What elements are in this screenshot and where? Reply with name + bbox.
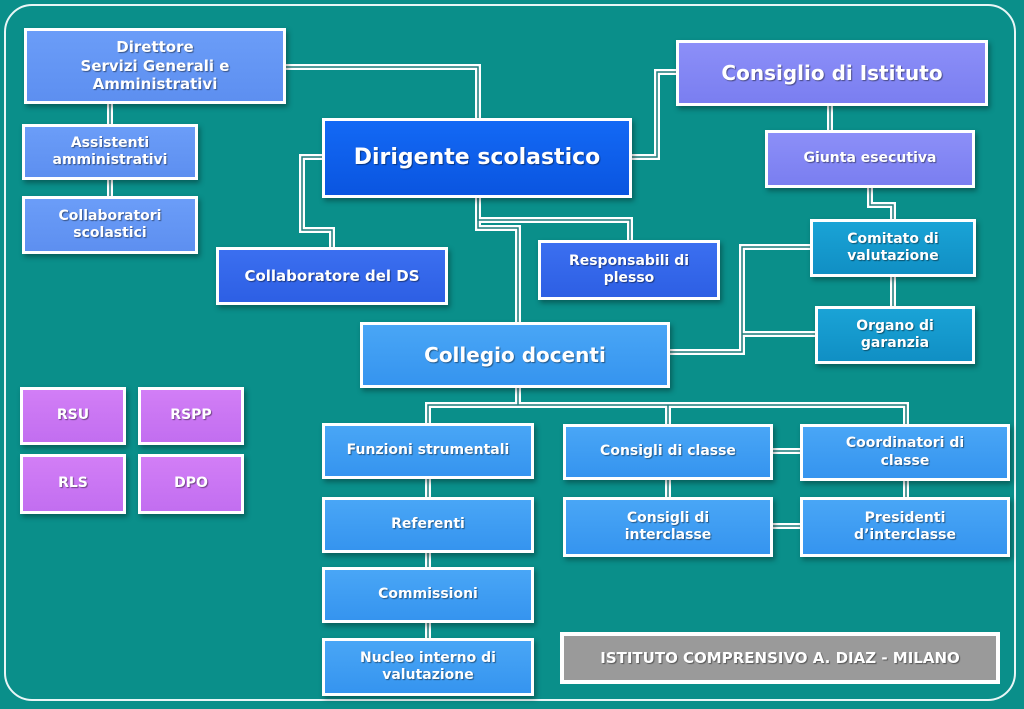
node-consigli-di-interclasse: Consigli di interclasse — [563, 497, 773, 557]
node-dpo-label: DPO — [174, 475, 208, 492]
node-commissioni-label: Commissioni — [378, 586, 478, 603]
node-consiglio-di-istituto: Consiglio di Istituto — [676, 40, 988, 106]
node-dirigente-label: Dirigente scolastico — [353, 145, 601, 171]
node-assistenti-amministrativi: Assistenti amministrativi — [22, 124, 198, 180]
node-rspp: RSPP — [138, 387, 244, 445]
node-collaboratori-scolastici-label: Collaboratori scolastici — [58, 207, 162, 242]
node-rsu: RSU — [20, 387, 126, 445]
node-responsabili-di-plesso: Responsabili di plesso — [538, 240, 720, 300]
node-coordinatori-label: Coordinatori di classe — [845, 435, 965, 469]
node-comitato-di-valutazione: Comitato di valutazione — [810, 219, 976, 277]
node-rls: RLS — [20, 454, 126, 514]
node-responsabili-plesso-label: Responsabili di plesso — [568, 252, 690, 287]
node-coordinatori-di-classe: Coordinatori di classe — [800, 424, 1010, 481]
node-collaboratore-ds-label: Collaboratore del DS — [244, 266, 420, 285]
node-direttore-label: Direttore Servizi Generali e Amministrat… — [80, 37, 230, 94]
node-rsu-label: RSU — [56, 407, 90, 424]
node-giunta-label: Giunta esecutiva — [803, 150, 937, 167]
node-rls-label: RLS — [58, 475, 88, 492]
node-funzioni-strumentali: Funzioni strumentali — [322, 423, 534, 479]
node-collegio-docenti: Collegio docenti — [360, 322, 670, 388]
node-funzioni-label: Funzioni strumentali — [346, 442, 510, 459]
node-collegio-label: Collegio docenti — [424, 342, 606, 367]
node-nucleo-interno-di-valutazione: Nucleo interno di valutazione — [322, 638, 534, 696]
node-rspp-label: RSPP — [170, 407, 212, 424]
node-consiglio-istituto-label: Consiglio di Istituto — [721, 60, 943, 85]
node-organo-di-garanzia: Organo di garanzia — [815, 306, 975, 364]
node-organo-label: Organo di garanzia — [856, 317, 934, 352]
node-nucleo-label: Nucleo interno di valutazione — [360, 649, 496, 684]
node-referenti-label: Referenti — [391, 516, 465, 533]
node-dpo: DPO — [138, 454, 244, 514]
footer-school-name: ISTITUTO COMPRENSIVO A. DIAZ - MILANO — [560, 632, 1000, 684]
node-presidenti-label: Presidenti d’interclasse — [854, 509, 956, 544]
node-consigli-di-classe: Consigli di classe — [563, 424, 773, 480]
node-collaboratori-scolastici: Collaboratori scolastici — [22, 196, 198, 254]
node-collaboratore-del-ds: Collaboratore del DS — [216, 247, 448, 305]
node-dirigente-scolastico: Dirigente scolastico — [322, 118, 632, 198]
footer-school-name-label: ISTITUTO COMPRENSIVO A. DIAZ - MILANO — [600, 648, 960, 667]
outer-frame — [4, 4, 1016, 701]
node-referenti: Referenti — [322, 497, 534, 553]
node-comitato-label: Comitato di valutazione — [847, 230, 939, 265]
node-assistenti-label: Assistenti amministrativi — [52, 134, 168, 169]
node-direttore: Direttore Servizi Generali e Amministrat… — [24, 28, 286, 104]
node-presidenti-d-interclasse: Presidenti d’interclasse — [800, 497, 1010, 557]
node-consigli-interclasse-label: Consigli di interclasse — [624, 509, 712, 544]
node-giunta-esecutiva: Giunta esecutiva — [765, 130, 975, 188]
node-commissioni: Commissioni — [322, 567, 534, 623]
node-consigli-classe-label: Consigli di classe — [600, 443, 736, 460]
